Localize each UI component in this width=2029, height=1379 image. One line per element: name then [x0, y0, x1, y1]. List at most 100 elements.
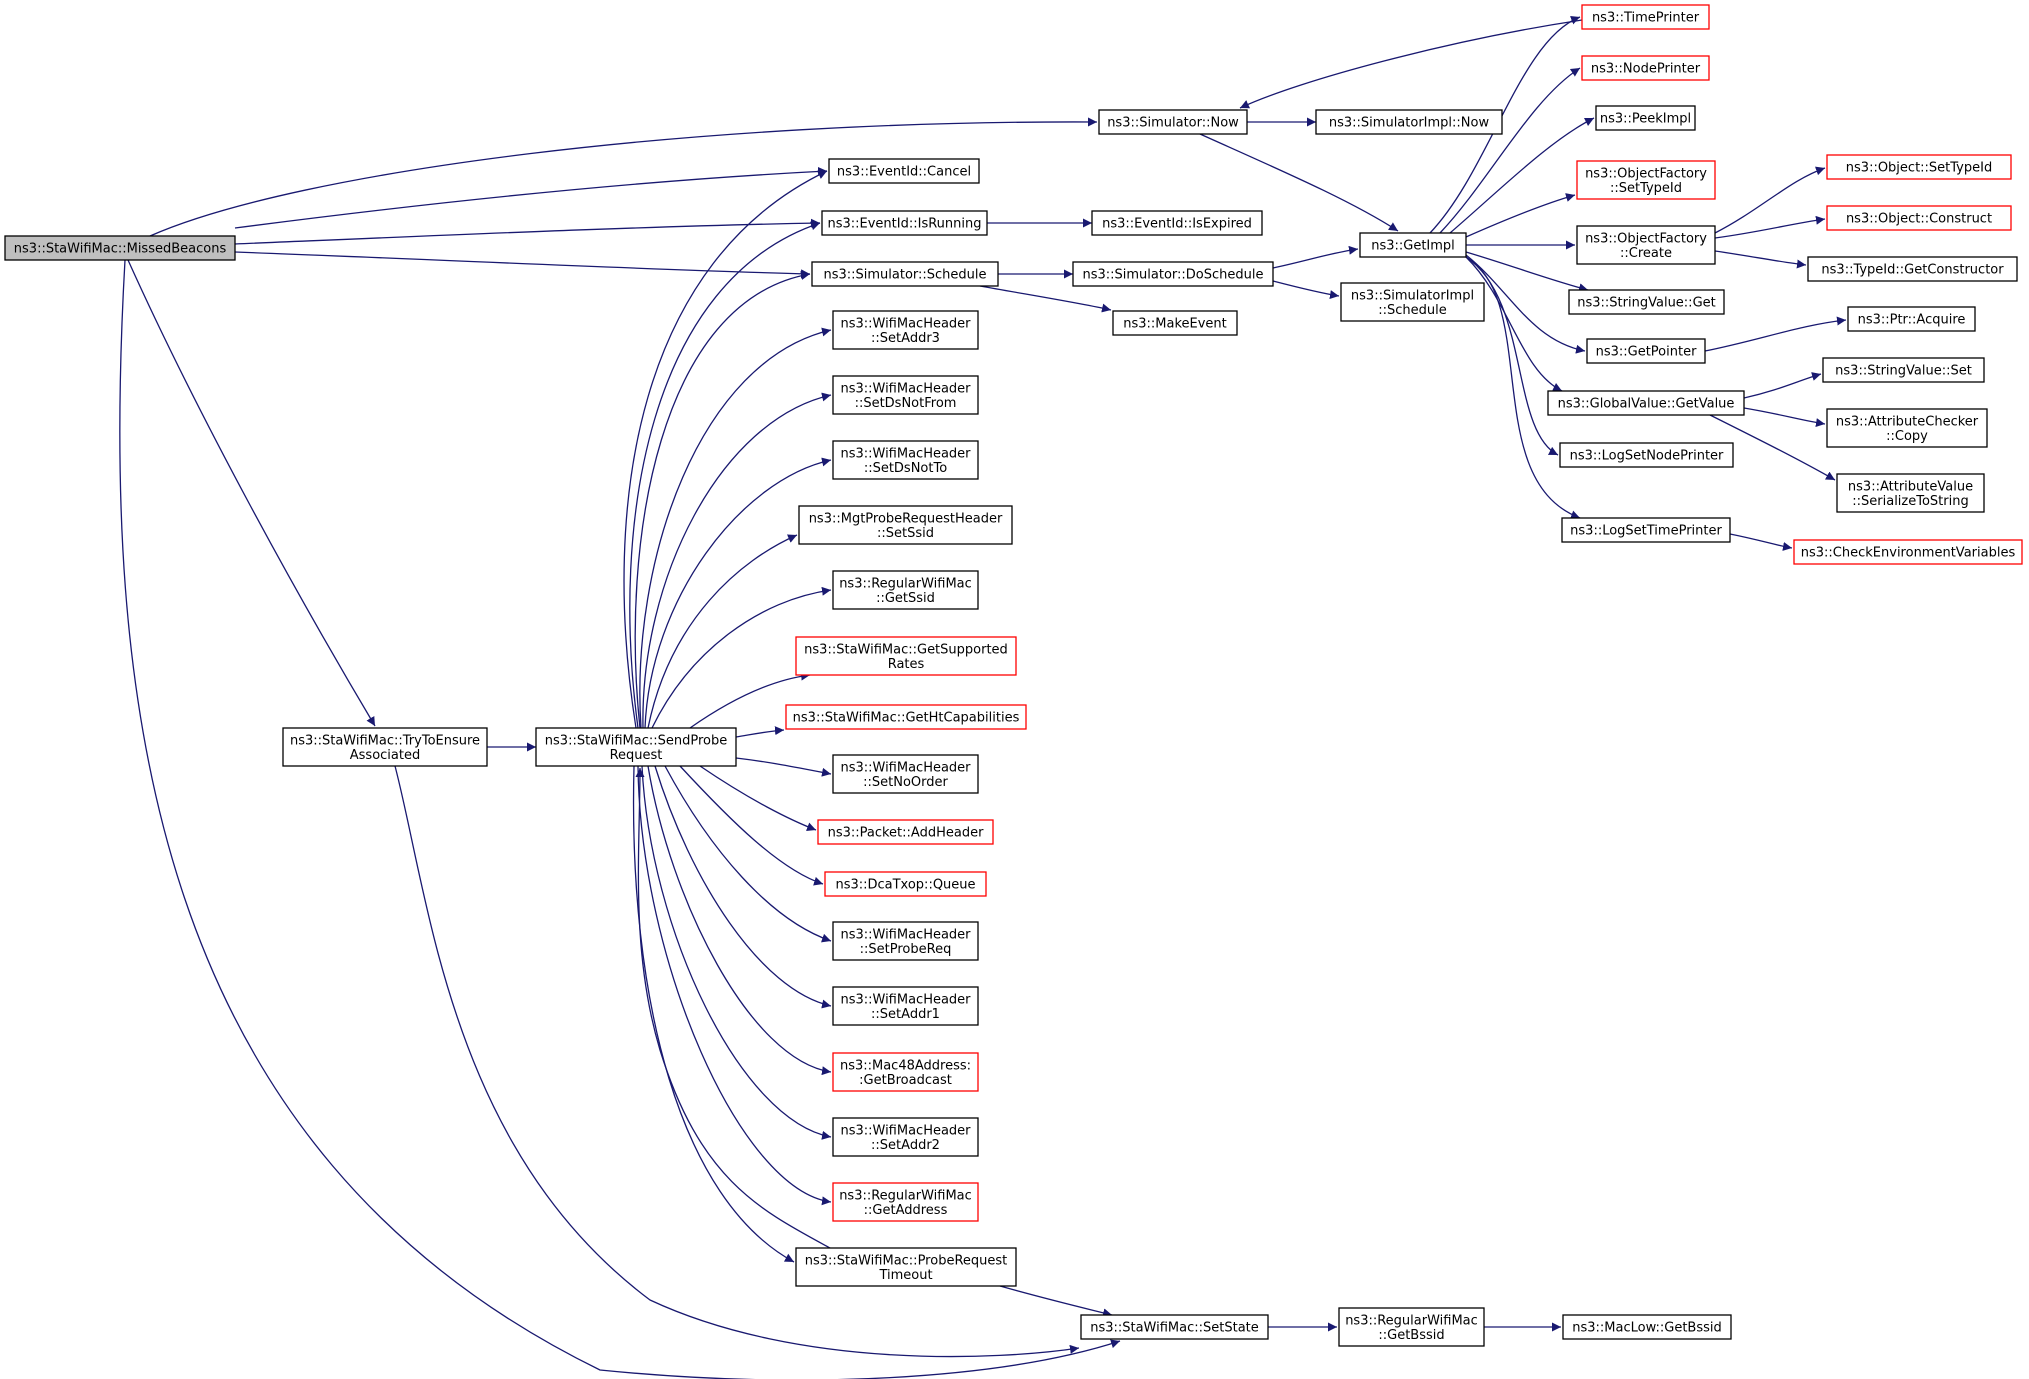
- edge-ofcreate-to-getctor: [1714, 250, 1807, 269]
- node-setdsnotto[interactable]: ns3::WifiMacHeader::SetDsNotTo: [832, 440, 979, 480]
- node-getpointer[interactable]: ns3::GetPointer: [1586, 338, 1706, 364]
- node-box: [832, 375, 979, 415]
- node-setaddr1[interactable]: ns3::WifiMacHeader::SetAddr1: [832, 986, 979, 1026]
- node-accopy[interactable]: ns3::AttributeChecker::Copy: [1826, 408, 1988, 448]
- node-label: ns3::ObjectFactory: [1585, 231, 1707, 246]
- node-box: [1826, 408, 1988, 448]
- node-lognode[interactable]: ns3::LogSetNodePrinter: [1559, 442, 1734, 468]
- node-label: ns3::Simulator::DoSchedule: [1082, 268, 1263, 283]
- node-label: ::Copy: [1886, 429, 1928, 444]
- edge-sendprobe-to-getbroadcast: [647, 765, 832, 1076]
- node-box: [1340, 282, 1485, 322]
- edge-sendprobe-to-getaddress: [637, 765, 832, 1206]
- node-label: ::SetAddr2: [871, 1138, 940, 1153]
- node-label: ::GetBssid: [1378, 1328, 1444, 1343]
- node-ptracquire[interactable]: ns3::Ptr::Acquire: [1847, 306, 1976, 332]
- node-label: ns3::WifiMacHeader: [840, 992, 971, 1007]
- node-box: [817, 819, 994, 845]
- node-label: ns3::StringValue::Get: [1577, 296, 1715, 311]
- node-gethtcap[interactable]: ns3::StaWifiMac::GetHtCapabilities: [785, 704, 1027, 730]
- node-ofsettypeid[interactable]: ns3::ObjectFactory::SetTypeId: [1576, 160, 1716, 200]
- node-box: [1581, 4, 1710, 30]
- node-isrunning[interactable]: ns3::EventId::IsRunning: [821, 210, 988, 236]
- node-label: ::SetDsNotFrom: [855, 396, 957, 411]
- node-label: ns3::Packet::AddHeader: [828, 826, 984, 841]
- edge-now-to-getimpl: [1199, 133, 1399, 232]
- edge-sendprobe-to-isrunning: [629, 221, 821, 729]
- node-getssid[interactable]: ns3::RegularWifiMac::GetSsid: [832, 570, 979, 610]
- node-box: [1826, 154, 2012, 180]
- node-strset[interactable]: ns3::StringValue::Set: [1822, 357, 1985, 383]
- edge-sendprobe-to-addheader: [699, 765, 817, 831]
- node-label: ns3::Simulator::Schedule: [823, 268, 986, 283]
- node-missed[interactable]: ns3::StaWifiMac::MissedBeacons: [4, 235, 236, 261]
- edge-sendprobe-to-setaddr3: [639, 327, 832, 729]
- node-nodeprinter[interactable]: ns3::NodePrinter: [1581, 55, 1710, 81]
- node-setstate[interactable]: ns3::StaWifiMac::SetState: [1080, 1314, 1269, 1340]
- node-box: [1338, 1307, 1485, 1347]
- node-implnow[interactable]: ns3::SimulatorImpl::Now: [1315, 109, 1503, 135]
- node-schedule[interactable]: ns3::Simulator::Schedule: [811, 261, 999, 287]
- node-label: ns3::RegularWifiMac: [839, 1188, 972, 1203]
- node-getbroadcast[interactable]: ns3::Mac48Address::GetBroadcast: [832, 1052, 979, 1092]
- node-checkenv[interactable]: ns3::CheckEnvironmentVariables: [1793, 539, 2023, 565]
- node-label: ::SetProbeReq: [860, 942, 952, 957]
- node-getaddress[interactable]: ns3::RegularWifiMac::GetAddress: [832, 1182, 979, 1222]
- node-box: [1568, 289, 1725, 315]
- node-ofcreate[interactable]: ns3::ObjectFactory::Create: [1576, 225, 1716, 265]
- node-queue[interactable]: ns3::DcaTxop::Queue: [824, 871, 987, 897]
- node-objconstruct[interactable]: ns3::Object::Construct: [1826, 205, 2012, 231]
- node-maclowbssid[interactable]: ns3::MacLow::GetBssid: [1562, 1314, 1732, 1340]
- node-logtime[interactable]: ns3::LogSetTimePrinter: [1561, 517, 1731, 543]
- node-now[interactable]: ns3::Simulator::Now: [1098, 109, 1248, 135]
- node-label: ns3::MakeEvent: [1123, 317, 1227, 332]
- node-objsettypeid[interactable]: ns3::Object::SetTypeId: [1826, 154, 2012, 180]
- node-box: [1586, 338, 1706, 364]
- node-timeprinter[interactable]: ns3::TimePrinter: [1581, 4, 1710, 30]
- edge-getimpl-to-ofsettypeid: [1465, 193, 1576, 238]
- node-label: ns3::TypeId::GetConstructor: [1821, 263, 2004, 278]
- node-strget[interactable]: ns3::StringValue::Get: [1568, 289, 1725, 315]
- node-makeevent[interactable]: ns3::MakeEvent: [1112, 310, 1238, 336]
- node-box: [832, 310, 979, 350]
- node-label: ns3::SimulatorImpl: [1351, 288, 1474, 303]
- node-cancel[interactable]: ns3::EventId::Cancel: [828, 158, 980, 184]
- node-setdsnotfrom[interactable]: ns3::WifiMacHeader::SetDsNotFrom: [832, 375, 979, 415]
- node-peekimpl[interactable]: ns3::PeekImpl: [1595, 105, 1696, 131]
- node-label: ::SetAddr3: [871, 331, 940, 346]
- edge-getimpl-to-nodeprinter: [1439, 67, 1581, 234]
- node-label: ns3::EventId::IsExpired: [1102, 217, 1252, 232]
- node-setprobereq[interactable]: ns3::WifiMacHeader::SetProbeReq: [832, 921, 979, 961]
- node-box: [832, 1117, 979, 1157]
- node-doschedule[interactable]: ns3::Simulator::DoSchedule: [1072, 261, 1274, 287]
- edge-missed-to-tryassoc: [127, 259, 376, 727]
- node-avser[interactable]: ns3::AttributeValue::SerializeToString: [1836, 473, 1985, 513]
- node-label: ::SetTypeId: [1610, 181, 1682, 196]
- node-setaddr3[interactable]: ns3::WifiMacHeader::SetAddr3: [832, 310, 979, 350]
- edge-timeprinter-to-now: [1239, 19, 1583, 109]
- node-getctor[interactable]: ns3::TypeId::GetConstructor: [1807, 256, 2018, 282]
- node-isexpired[interactable]: ns3::EventId::IsExpired: [1091, 210, 1263, 236]
- node-getbssid[interactable]: ns3::RegularWifiMac::GetBssid: [1338, 1307, 1485, 1347]
- node-box: [832, 1182, 979, 1222]
- node-setnoorder[interactable]: ns3::WifiMacHeader::SetNoOrder: [832, 754, 979, 794]
- node-setaddr2[interactable]: ns3::WifiMacHeader::SetAddr2: [832, 1117, 979, 1157]
- edge-probetimeout-to-setstate: [999, 1285, 1113, 1318]
- node-label: ns3::WifiMacHeader: [840, 1123, 971, 1138]
- node-box: [828, 158, 980, 184]
- node-label: ns3::GetImpl: [1371, 239, 1455, 254]
- node-addheader[interactable]: ns3::Packet::AddHeader: [817, 819, 994, 845]
- edge-schedule-to-makeevent: [979, 285, 1112, 313]
- node-setssid[interactable]: ns3::MgtProbeRequestHeader::SetSsid: [798, 505, 1013, 545]
- node-getimpl[interactable]: ns3::GetImpl: [1359, 232, 1467, 258]
- node-label: ns3::StaWifiMac::TryToEnsure: [290, 733, 480, 748]
- node-label: ns3::AttributeValue: [1848, 479, 1973, 494]
- node-implschedule[interactable]: ns3::SimulatorImpl::Schedule: [1340, 282, 1485, 322]
- node-gvgetvalue[interactable]: ns3::GlobalValue::GetValue: [1547, 390, 1745, 416]
- edge-sendprobe-to-setssid: [647, 534, 798, 729]
